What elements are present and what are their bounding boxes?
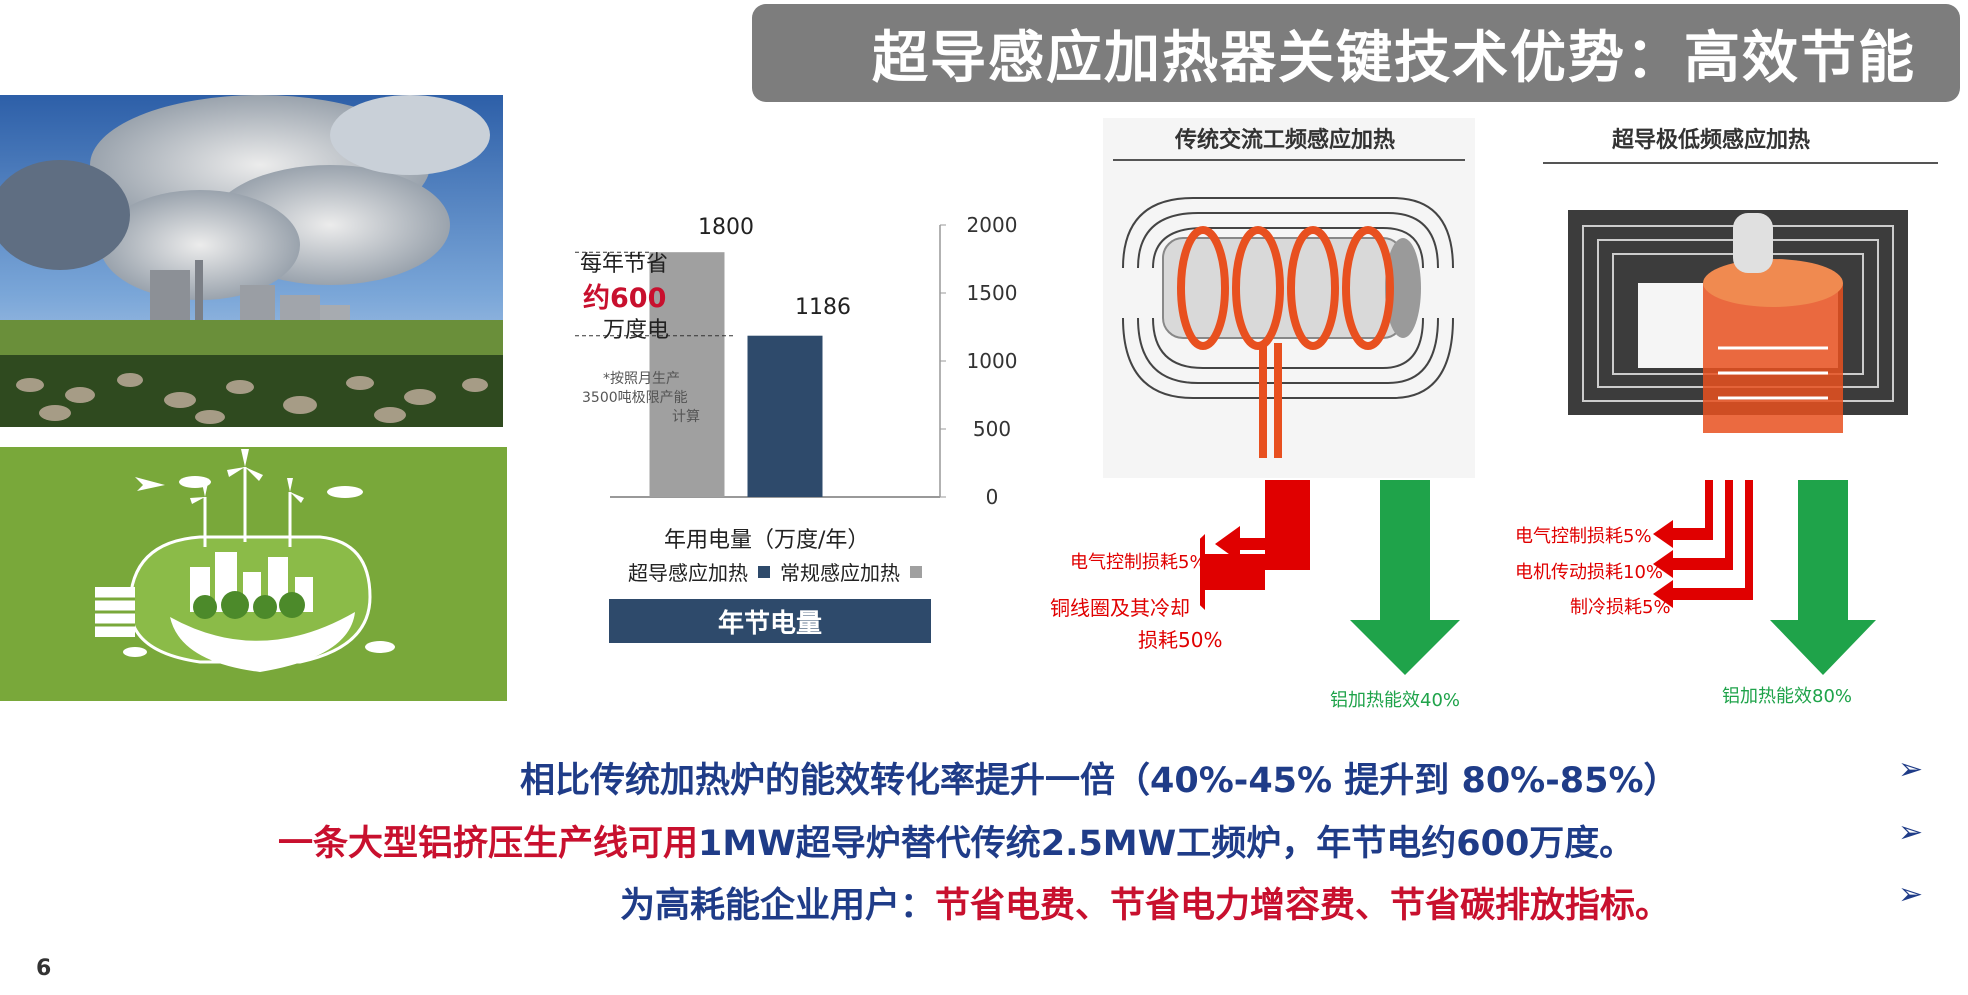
bar-value-label-superconducting: 1186 bbox=[795, 295, 851, 320]
bullet-1-part-a: 相比传统加热炉的 bbox=[520, 761, 801, 801]
bar-value-label-conventional: 1800 bbox=[698, 215, 754, 240]
energy-bar-chart: 0 500 1000 1500 2000 bbox=[575, 213, 1018, 509]
savings-annotation-line2: 约600 bbox=[583, 283, 667, 314]
y-tick-label: 1000 bbox=[967, 349, 1018, 373]
savings-annotation-line1: 每年节省 bbox=[580, 252, 669, 277]
bullet-2-part-a: 一条大型铝挤压生产线可用 bbox=[278, 824, 699, 864]
traditional-panel-title: 传统交流工频感应加热 bbox=[1175, 128, 1396, 153]
y-tick-label: 0 bbox=[986, 485, 999, 509]
bullet-1-part-b: 能效转化率提升一倍（40%-45% 提升到 80%-85%） bbox=[800, 761, 1679, 801]
bullet-3-text: 为高耗能企业用户：节省电费、节省电力增容费、节省碳排放指标。 bbox=[620, 877, 1670, 928]
bullet-1-text: 相比传统加热炉的能效转化率提升一倍（40%-45% 提升到 80%-85%） bbox=[520, 752, 1679, 803]
superconducting-efficiency: 铝加热能效80% bbox=[1722, 686, 1853, 707]
page-number: 6 bbox=[36, 956, 52, 981]
bullet-3-arrow-icon: ➢ bbox=[1898, 877, 1924, 912]
traditional-loss-control: 电气控制损耗5% bbox=[1070, 552, 1207, 573]
superconducting-panel-title: 超导极低频感应加热 bbox=[1612, 128, 1811, 153]
legend-swatch-conventional bbox=[910, 565, 922, 578]
traditional-efficiency: 铝加热能效40% bbox=[1330, 690, 1461, 711]
superconducting-loss-motor: 电机传动损耗10% bbox=[1515, 562, 1664, 583]
superconducting-loss-control: 电气控制损耗5% bbox=[1515, 526, 1652, 547]
superconducting-coil-diagram bbox=[1538, 118, 1958, 438]
traditional-coil-diagram bbox=[1103, 118, 1475, 478]
savings-annotation-line3: 万度电 bbox=[603, 318, 670, 343]
chart-banner: 年节电量 bbox=[609, 599, 931, 643]
power-plant-photo bbox=[0, 95, 503, 427]
legend-label-conventional: 常规感应加热 bbox=[780, 561, 900, 585]
x-axis-label: 年用电量（万度/年） bbox=[664, 528, 870, 553]
title-bar: 超导感应加热器关键技术优势：高效节能 bbox=[752, 4, 1960, 102]
footnote-line1: *按照月生产 bbox=[603, 371, 680, 387]
bullet-3-part-b: 节省电费、节省电力增容费、节省碳排放指标。 bbox=[935, 886, 1671, 926]
chart-legend: 超导感应加热 常规感应加热 bbox=[628, 557, 922, 586]
bullet-3: 为高耗能企业用户：节省电费、节省电力增容费、节省碳排放指标。 bbox=[620, 877, 1670, 928]
superconducting-energy-flow-arrows bbox=[1653, 480, 1876, 675]
footnote-line3: 计算 bbox=[672, 409, 700, 425]
traditional-loss-copper: 铜线圈及其冷却 bbox=[1050, 596, 1190, 620]
bullet-2-part-b: 1MW超导炉替代传统2.5MW工频炉，年节电约600万度。 bbox=[698, 824, 1635, 864]
traditional-loss-copper-pct: 损耗50% bbox=[1138, 628, 1223, 652]
bullet-2-arrow-icon: ➢ bbox=[1898, 815, 1924, 850]
bar-superconducting bbox=[747, 335, 823, 497]
superconducting-loss-cooling: 制冷损耗5% bbox=[1570, 597, 1671, 618]
traditional-energy-flow-arrows bbox=[1200, 480, 1460, 675]
bullet-2-text: 一条大型铝挤压生产线可用1MW超导炉替代传统2.5MW工频炉，年节电约600万度… bbox=[278, 815, 1634, 866]
bullet-1: 相比传统加热炉的能效转化率提升一倍（40%-45% 提升到 80%-85%） bbox=[520, 752, 1679, 803]
y-tick-label: 2000 bbox=[967, 213, 1018, 237]
bar-conventional bbox=[649, 252, 725, 497]
eco-lightbulb-illustration bbox=[0, 447, 507, 701]
legend-swatch-superconducting bbox=[758, 565, 770, 578]
legend-label-superconducting: 超导感应加热 bbox=[628, 561, 748, 585]
y-tick-label: 1500 bbox=[967, 281, 1018, 305]
y-tick-label: 500 bbox=[973, 417, 1011, 441]
footnote-line2: 3500吨极限产能 bbox=[582, 390, 688, 406]
bullet-1-arrow-icon: ➢ bbox=[1898, 752, 1924, 787]
bullet-2: 一条大型铝挤压生产线可用1MW超导炉替代传统2.5MW工频炉，年节电约600万度… bbox=[278, 815, 1634, 866]
bullet-3-part-a: 为高耗能企业用户： bbox=[620, 886, 936, 926]
slide-title: 超导感应加热器关键技术优势：高效节能 bbox=[872, 25, 1916, 91]
